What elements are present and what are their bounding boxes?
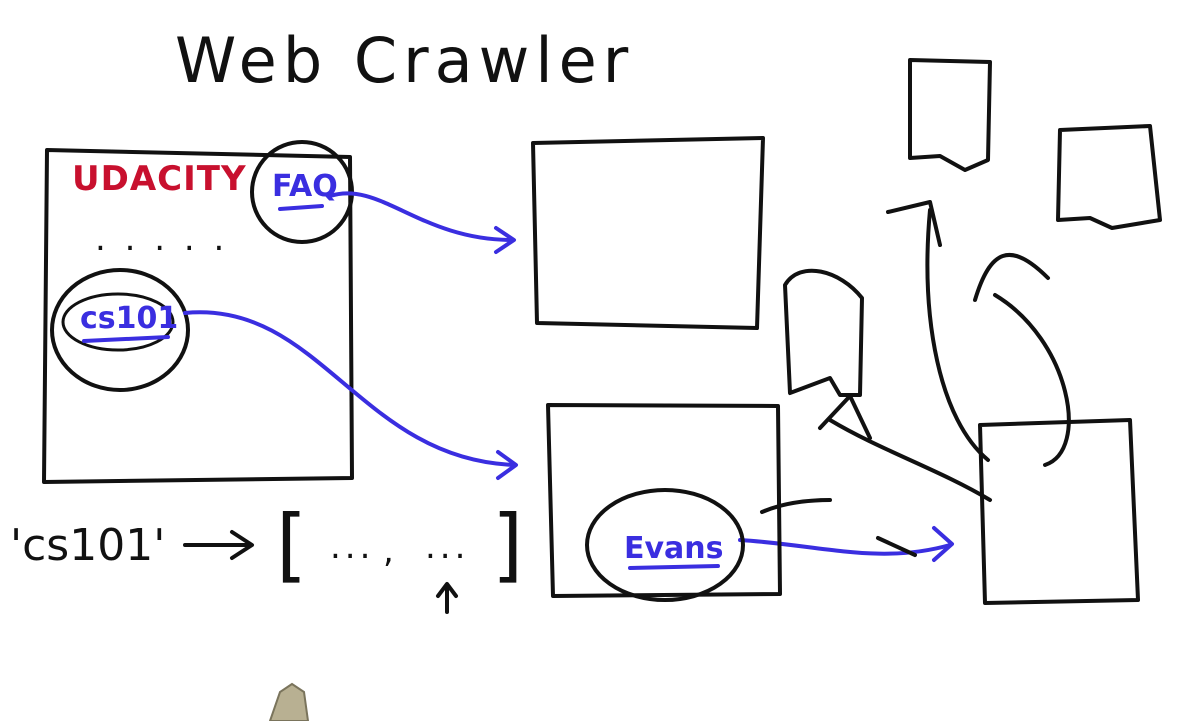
crawled-page-top-right <box>1056 124 1162 230</box>
crawl-arrowhead-left <box>818 394 872 440</box>
page-title: Web Crawler <box>175 24 634 97</box>
faq-underline <box>278 204 324 211</box>
evans-underline <box>628 564 720 570</box>
open-bracket: [ <box>276 498 307 591</box>
index-separator: , <box>383 531 398 571</box>
cs101-target-page: Evans <box>546 403 782 602</box>
cs101-arrowhead <box>496 450 518 480</box>
cs101-inner-circle <box>61 292 175 352</box>
evans-arrow <box>738 538 952 556</box>
index-entry: 'cs101' [ ... , ... ] <box>10 498 523 614</box>
evans-arrowhead <box>932 526 954 562</box>
cs101-circle <box>50 268 190 392</box>
cs101-underline <box>82 335 170 343</box>
index-arrow <box>183 530 254 560</box>
pen-cursor <box>268 682 310 721</box>
index-key: 'cs101' <box>10 520 165 571</box>
link-arrows <box>183 191 954 562</box>
crawled-pages <box>760 58 1162 605</box>
crawled-page-top <box>908 58 992 172</box>
close-bracket: ] <box>492 498 523 591</box>
faq-arrow <box>328 191 514 242</box>
crawl-arrow-up <box>925 208 990 462</box>
crawl-arrow-left <box>828 418 992 502</box>
seed-page: UDACITY . . . . . FAQ cs101 <box>42 140 354 484</box>
evans-link[interactable]: Evans <box>624 531 724 566</box>
crawled-page-middle <box>783 268 864 397</box>
brand-label: UDACITY <box>72 159 247 199</box>
index-item-1: ... <box>330 527 374 567</box>
evans-stroke <box>760 498 832 514</box>
faq-target-page <box>531 136 765 330</box>
index-item-2: ... <box>425 527 469 567</box>
cs101-link[interactable]: cs101 <box>80 301 178 336</box>
faq-link[interactable]: FAQ <box>272 169 338 204</box>
evans-cross-stroke <box>876 536 917 557</box>
evans-target-page <box>978 418 1140 605</box>
insert-arrow <box>436 582 458 614</box>
evans-circle <box>585 488 745 602</box>
crawl-arrow-upright <box>993 293 1071 467</box>
page-ellipsis: . . . . . <box>95 219 228 259</box>
crawl-arrowhead-upright <box>973 252 1050 302</box>
cs101-arrow <box>183 310 517 467</box>
faq-arrowhead <box>494 226 516 254</box>
crawl-arrowhead-up <box>886 200 942 247</box>
